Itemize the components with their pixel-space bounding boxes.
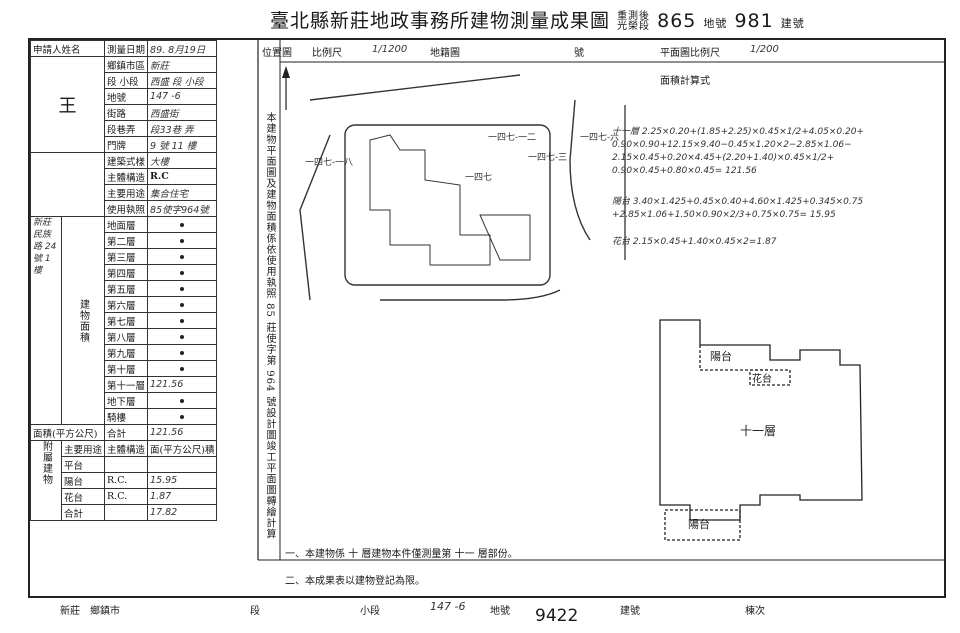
title-stamp: 重測後 光榮段 [617,11,651,32]
calc-line: 2.15×0.45+0.20×4.45+(2.20+1.40)×0.45×1/2… [612,153,835,163]
empty-dot-icon [180,367,185,371]
empty-dot-icon [180,351,185,355]
calc-line: +2.85×1.06+1.50×0.90×2/3+0.75×0.75= 15.9… [612,210,836,220]
footer-building-no: 9422 [535,606,579,626]
document-frame [28,38,946,598]
footer-land-no: 147 -6 [430,600,466,613]
title-main: 臺北縣新莊地政事務所建物測量成果圖 [270,10,611,32]
plan-planter-label: 花台 [752,372,772,385]
vertical-note: 本建物平面圖及建物面積係依使用執照 85 莊使字第 964 號設計圖竣工平面圖轉… [264,112,275,540]
calc-label: 面積計算式 [660,76,710,87]
empty-dot-icon [180,399,185,403]
footer-town: 新莊 [60,606,80,617]
calc-formula: 十一層 2.25×0.20+(1.85+2.25)×0.45×1/2+4.05×… [612,126,864,249]
applicant-name: 王 [29,56,106,153]
cadastral-label: 地籍圖 [430,48,460,59]
empty-dot-icon [180,223,185,227]
title-land-no: 981 [734,10,774,32]
no-label: 號 [574,48,584,59]
note-2: 二、本成果表以建物登記為限。 [285,576,425,587]
floor-plan [659,319,863,541]
document-title: 臺北縣新莊地政事務所建物測量成果圖 重測後 光榮段 865 地號 981 建號 [270,6,805,33]
calc-line: 陽台 3.40×1.425+0.45×0.40+4.60×1.425+0.345… [612,197,864,207]
title-building-label: 建號 [780,17,805,30]
empty-dot-icon [180,415,185,419]
plan-floor-label: 十一層 [740,424,776,438]
empty-dot-icon [180,319,185,323]
plan-scale-label: 平面圖比例尺 [660,48,720,59]
building-area-label: 建物面積 [60,216,106,425]
footer-land-label: 地號 [490,606,510,617]
scale-value: 1/1200 [372,44,408,55]
plan-balcony-bottom-label: 陽台 [688,517,710,531]
lot-label: 一四七-三 [528,152,567,163]
empty-dot-icon [180,287,185,291]
empty-dot-icon [180,335,185,339]
blank-cell [29,152,106,217]
calc-line: 0.90×0.90+12.15×9.40−0.45×1.20×2−2.85×1.… [612,140,852,150]
plan-scale-value: 1/200 [750,44,779,55]
empty-dot-icon [180,255,185,259]
footer-batch-label: 棟次 [745,606,765,617]
calc-line: 0.90×0.45+0.80×0.45= 121.56 [612,166,757,176]
footer-subsection-label: 小段 [360,606,380,617]
lot-label: 一四七-一二 [488,132,536,143]
footer-building-label: 建號 [620,606,640,617]
calc-line: 十一層 2.25×0.20+(1.85+2.25)×0.45×1/2+4.05×… [612,127,864,137]
empty-dot-icon [180,271,185,275]
north-arrow-icon [282,66,290,110]
location-map [299,74,591,301]
lot-label: 一四七 [465,172,492,183]
location-label: 位置圖 [262,48,292,59]
lot-label: 一四七-六 [580,131,619,143]
footer-town-label: 鄉鎮市 [90,606,120,617]
lot-label: 一四七-一八 [305,157,353,168]
title-section-no: 865 [657,10,697,32]
title-land-label: 地號 [703,17,728,30]
building-info-table: 申請人姓名 測量日期 89. 8月19日 王 鄉鎮市區 新莊 段 小段西盛 段 … [29,40,218,521]
appendix-area: 17.82 [147,504,218,521]
empty-dot-icon [180,303,185,307]
appendix-use: 合計 [60,504,106,521]
scale-label: 比例尺 [312,48,342,59]
empty-dot-icon [180,239,185,243]
calc-line: 花台 2.15×0.45+1.40×0.45×2=1.87 [612,237,777,247]
plan-balcony-top-label: 陽台 [710,349,732,363]
note-1: 一、本建物係 十 層建物本件僅測量第 十一 層部份。 [285,549,518,560]
footer-section-label: 段 [250,606,260,617]
